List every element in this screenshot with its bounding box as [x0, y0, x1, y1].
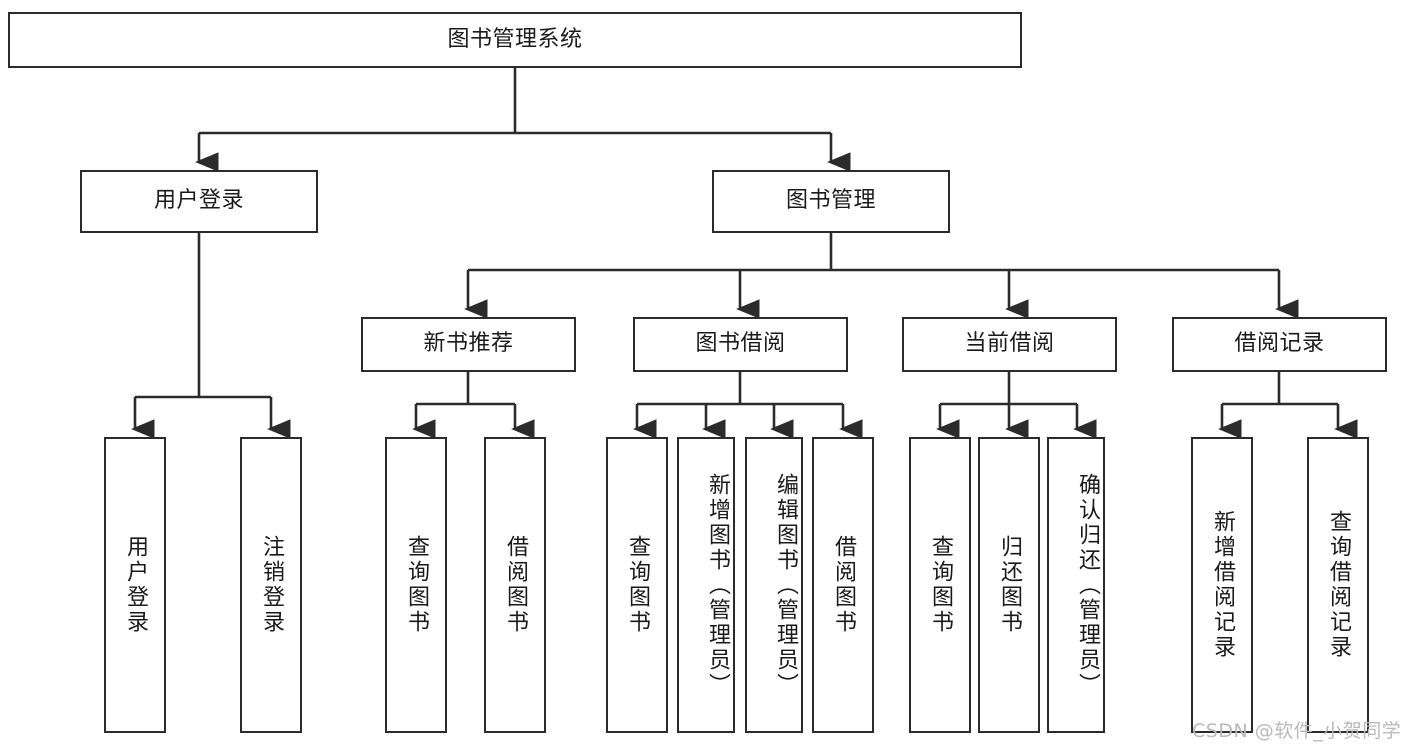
node-leaf-logout-login-label: 注销登录: [259, 535, 284, 635]
node-leaf-return-book-label: 归还图书: [997, 535, 1022, 635]
node-leaf-add-record[interactable]: 新增借阅记录: [1191, 437, 1253, 733]
node-borrow-record-label: 借阅记录: [1234, 331, 1325, 357]
watermark-text: CSDN @软件_小贺同学: [1192, 720, 1402, 742]
node-leaf-user-login[interactable]: 用户登录: [104, 437, 166, 733]
node-new-book-recommend-label: 新书推荐: [423, 331, 514, 357]
node-leaf-user-login-label: 用户登录: [123, 535, 148, 635]
node-leaf-query-book-3-label: 查询图书: [928, 535, 953, 635]
node-root-label: 图书管理系统: [447, 26, 583, 52]
node-book-management-label: 图书管理: [785, 188, 876, 214]
node-leaf-return-book[interactable]: 归还图书: [978, 437, 1040, 733]
node-book-borrow[interactable]: 图书借阅: [633, 317, 848, 372]
node-book-borrow-label: 图书借阅: [695, 331, 786, 357]
node-leaf-confirm-return-label: 确认归还（管理员）: [1075, 472, 1100, 698]
node-leaf-edit-book-label: 编辑图书（管理员）: [773, 472, 798, 698]
node-leaf-logout-login[interactable]: 注销登录: [240, 437, 302, 733]
node-leaf-query-book-1-label: 查询图书: [404, 535, 429, 635]
node-leaf-borrow-book-2-label: 借阅图书: [831, 535, 856, 635]
node-leaf-query-record[interactable]: 查询借阅记录: [1307, 437, 1369, 733]
node-leaf-borrow-book-1[interactable]: 借阅图书: [484, 437, 546, 733]
node-leaf-edit-book[interactable]: 编辑图书（管理员）: [745, 437, 803, 733]
node-user-login-label: 用户登录: [153, 188, 244, 214]
node-leaf-add-record-label: 新增借阅记录: [1210, 510, 1235, 660]
node-leaf-query-book-1[interactable]: 查询图书: [385, 437, 447, 733]
node-leaf-query-book-2-label: 查询图书: [625, 535, 650, 635]
node-leaf-add-book[interactable]: 新增图书（管理员）: [677, 437, 735, 733]
node-leaf-add-book-label: 新增图书（管理员）: [705, 472, 730, 698]
node-leaf-borrow-book-2[interactable]: 借阅图书: [812, 437, 874, 733]
node-new-book-recommend[interactable]: 新书推荐: [361, 317, 576, 372]
node-current-borrow-label: 当前借阅: [964, 331, 1055, 357]
node-user-login[interactable]: 用户登录: [80, 170, 318, 233]
node-root[interactable]: 图书管理系统: [8, 12, 1022, 68]
node-leaf-query-record-label: 查询借阅记录: [1326, 510, 1351, 660]
node-book-management[interactable]: 图书管理: [712, 170, 950, 233]
node-leaf-borrow-book-1-label: 借阅图书: [503, 535, 528, 635]
node-leaf-query-book-3[interactable]: 查询图书: [909, 437, 971, 733]
node-borrow-record[interactable]: 借阅记录: [1172, 317, 1387, 372]
node-leaf-query-book-2[interactable]: 查询图书: [606, 437, 668, 733]
node-current-borrow[interactable]: 当前借阅: [902, 317, 1117, 372]
node-leaf-confirm-return[interactable]: 确认归还（管理员）: [1047, 437, 1105, 733]
